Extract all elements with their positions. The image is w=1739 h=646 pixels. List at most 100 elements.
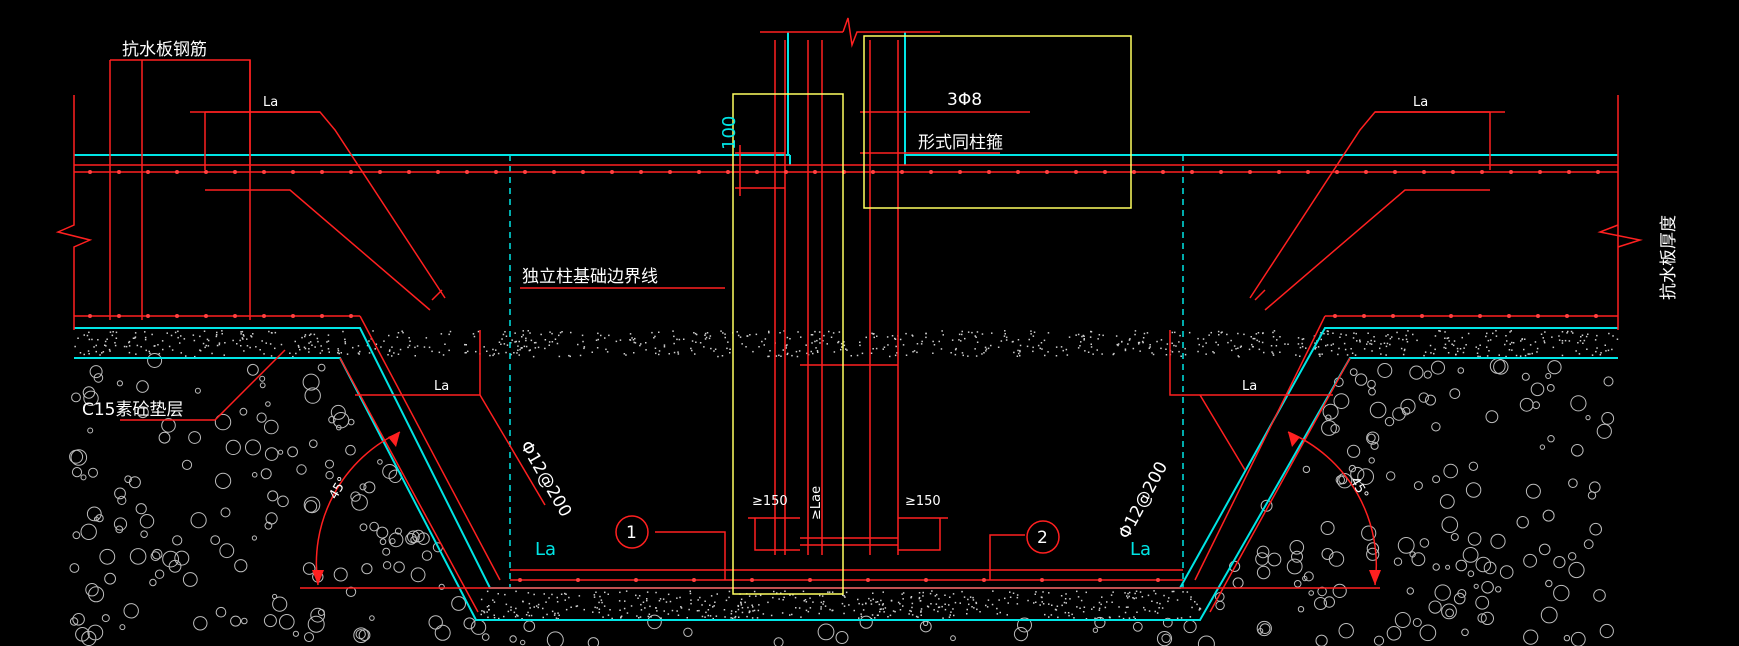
hatch-speck (858, 602, 860, 605)
hatch-speck (1134, 333, 1136, 336)
hatch-speck (874, 617, 876, 619)
hatch-circle (683, 627, 693, 637)
hatch-speck (1498, 354, 1500, 356)
hatch-speck (504, 331, 506, 333)
hatch-speck (1116, 343, 1118, 346)
hatch-speck (841, 602, 844, 605)
hatch-speck (753, 609, 756, 612)
hatch-speck (1173, 590, 1175, 593)
hatch-speck (1076, 590, 1078, 593)
hatch-circle (421, 550, 433, 561)
hatch-speck (868, 597, 870, 600)
hatch-circle (1589, 522, 1602, 536)
hatch-speck (1044, 354, 1046, 357)
hatch-speck (640, 609, 643, 611)
hatch-speck (1488, 350, 1490, 352)
hatch-speck (683, 338, 685, 340)
hatch-circle (214, 413, 232, 431)
hatch-speck (79, 352, 82, 354)
hatch-speck (986, 606, 989, 608)
rebar-dot (1248, 170, 1252, 174)
hatch-speck (1238, 356, 1240, 358)
hatch-speck (1424, 351, 1427, 353)
hatch-speck (975, 602, 978, 605)
rebar-dot (146, 314, 150, 318)
hatch-speck (1064, 611, 1067, 614)
hatch-speck (449, 330, 452, 333)
callout-2-label: 2 (1037, 528, 1048, 548)
hatch-circle (1547, 435, 1555, 443)
hatch-speck (1607, 349, 1610, 352)
hatch-speck (805, 344, 807, 346)
la-top-right-label: La (1413, 95, 1428, 110)
hatch-speck (1314, 342, 1316, 344)
dim-lae-label: ≥Lae (809, 486, 824, 520)
hatch-speck (1512, 342, 1515, 344)
hatch-speck (1385, 335, 1387, 337)
hatch-speck (822, 603, 824, 605)
hatch-speck (88, 331, 90, 334)
hatch-speck (841, 346, 843, 348)
hatch-speck (1068, 336, 1071, 338)
hatch-speck (705, 336, 708, 339)
hatch-speck (655, 352, 657, 355)
hatch-circle (317, 609, 325, 616)
hatch-circle (1457, 367, 1465, 374)
hatch-speck (631, 337, 633, 339)
hatch-speck (958, 339, 960, 341)
hatch-speck (850, 355, 852, 357)
hatch-circle (359, 483, 367, 491)
hatch-speck (1370, 343, 1373, 345)
hatch-speck (870, 352, 873, 354)
hatch-speck (1124, 611, 1127, 614)
hatch-speck (505, 351, 507, 354)
hatch-circle (325, 471, 334, 480)
hatch-speck (984, 346, 987, 349)
hatch-speck (1100, 603, 1102, 606)
hatch-speck (820, 608, 822, 610)
hatch-speck (703, 346, 705, 348)
hatch-speck (1153, 590, 1155, 592)
hatch-speck (1595, 350, 1597, 353)
hatch-circle (1499, 565, 1514, 579)
hatch-speck (207, 339, 210, 342)
hatch-circle (1545, 579, 1553, 588)
hatch-circle (1443, 463, 1458, 479)
hatch-circle (376, 526, 389, 539)
rebar-dot (88, 314, 92, 318)
hatch-speck (964, 337, 966, 340)
hatch-speck (1524, 338, 1526, 340)
hatch-speck (985, 350, 987, 352)
hatch-speck (292, 355, 294, 358)
hatch-speck (1218, 334, 1220, 336)
hatch-speck (987, 347, 990, 350)
hatch-speck (1090, 346, 1093, 348)
hatch-circle (188, 431, 202, 444)
hatch-speck (95, 350, 97, 353)
hatch-speck (1079, 345, 1081, 347)
hatch-speck (689, 592, 692, 595)
hatch-speck (501, 338, 503, 340)
hatch-circle (1545, 373, 1552, 379)
hatch-speck (1327, 330, 1329, 333)
hatch-speck (475, 350, 477, 353)
hatch-speck (1230, 339, 1232, 342)
hatch-speck (1315, 346, 1317, 349)
hatch-speck (83, 334, 85, 336)
hatch-circle (1467, 532, 1482, 546)
hatch-circle (193, 616, 208, 631)
stirrups-label: 3Φ8 (947, 90, 982, 110)
hatch-speck (1156, 612, 1159, 614)
hatch-speck (274, 347, 276, 350)
hatch-speck (1477, 348, 1480, 350)
hatch-circle (1348, 464, 1357, 473)
hatch-speck (1389, 337, 1392, 340)
hatch-speck (927, 606, 930, 608)
hatch-speck (243, 350, 245, 352)
hatch-speck (899, 338, 902, 341)
hatch-speck (842, 594, 844, 596)
angle-right-label: 45° (1347, 475, 1372, 502)
hatch-speck (1186, 591, 1189, 593)
hatch-speck (1568, 340, 1571, 342)
hatch-speck (1543, 341, 1546, 344)
